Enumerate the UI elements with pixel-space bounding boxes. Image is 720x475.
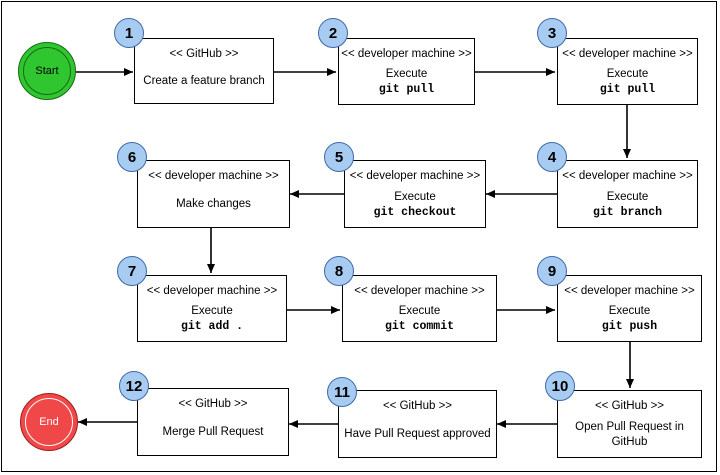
step-2-action: Execute xyxy=(385,68,428,80)
step-7-stereotype: << developer machine >> xyxy=(146,285,278,297)
step-7-command: git add . xyxy=(180,320,244,333)
step-11-number-badge: 11 xyxy=(327,377,357,407)
step-3-stereotype: << developer machine >> xyxy=(562,48,693,60)
step-5-stereotype: << developer machine >> xyxy=(349,170,481,182)
step-5-action: Execute xyxy=(394,190,436,203)
start-node: Start xyxy=(18,42,76,100)
step-9-command: git push xyxy=(601,320,658,333)
step-1-box: << GitHub >> Create a feature branch xyxy=(134,38,274,104)
step-11-box: << GitHub >> Have Pull Request approved xyxy=(338,390,497,458)
step-2-number-badge: 2 xyxy=(318,18,348,48)
step-5-box: << developer machine >> Execute git check… xyxy=(344,160,486,228)
step-2-stereotype: << developer machine >> xyxy=(341,48,472,60)
step-9-action: Execute xyxy=(608,305,651,317)
step-11-action: Have Pull Request approved xyxy=(344,428,491,440)
step-2-command: git pull xyxy=(378,83,435,96)
step-7-number-badge: 7 xyxy=(117,256,147,286)
step-1-stereotype: << GitHub >> xyxy=(169,48,239,60)
step-6-action: Make changes xyxy=(176,198,251,210)
step-12-action: Merge Pull Request xyxy=(162,426,264,438)
step-4-action: Execute xyxy=(606,190,649,203)
step-7-box: << developer machine >> Execute git add . xyxy=(137,275,287,342)
step-5-command: git checkout xyxy=(373,205,457,219)
step-8-box: << developer machine >> Execute git commi… xyxy=(342,275,497,342)
step-6-number-badge: 6 xyxy=(117,142,147,172)
step-4-box: << developer machine >> Execute git branc… xyxy=(557,160,698,228)
step-10-action: Open Pull Request in GitHub xyxy=(575,420,684,448)
step-1-number-badge: 1 xyxy=(114,18,144,48)
end-node: End xyxy=(20,393,78,451)
end-label: End xyxy=(39,416,59,428)
step-4-number-badge: 4 xyxy=(537,142,567,172)
step-6-box: << developer machine >> Make changes xyxy=(137,160,290,228)
step-8-action: Execute xyxy=(398,305,441,317)
step-8-number-badge: 8 xyxy=(324,256,354,286)
step-5-number-badge: 5 xyxy=(324,142,354,172)
step-10-box: << GitHub >> Open Pull Request in GitHub xyxy=(557,390,702,458)
step-6-stereotype: << developer machine >> xyxy=(148,170,279,182)
step-8-stereotype: << developer machine >> xyxy=(354,285,485,297)
step-10-number-badge: 10 xyxy=(545,371,575,401)
step-1-action: Create a feature branch xyxy=(143,75,265,87)
step-12-stereotype: << GitHub >> xyxy=(178,398,248,410)
step-11-stereotype: << GitHub >> xyxy=(382,400,453,412)
step-3-number-badge: 3 xyxy=(537,18,567,48)
step-12-box: << GitHub >> Merge Pull Request xyxy=(137,388,289,456)
start-label: Start xyxy=(35,65,59,77)
step-4-command: git branch xyxy=(592,205,662,219)
step-9-number-badge: 9 xyxy=(537,256,567,286)
step-7-action: Execute xyxy=(191,305,233,317)
step-3-command: git pull xyxy=(599,83,656,96)
step-3-box: << developer machine >> Execute git pull xyxy=(557,38,698,105)
step-9-stereotype: << developer machine >> xyxy=(564,285,695,297)
step-12-number-badge: 12 xyxy=(119,371,149,401)
step-10-stereotype: << GitHub >> xyxy=(594,400,665,412)
step-3-action: Execute xyxy=(606,68,649,80)
step-2-box: << developer machine >> Execute git pull xyxy=(338,38,475,105)
step-9-box: << developer machine >> Execute git push xyxy=(557,275,702,342)
step-4-stereotype: << developer machine >> xyxy=(562,170,693,182)
step-8-command: git commit xyxy=(384,320,454,333)
